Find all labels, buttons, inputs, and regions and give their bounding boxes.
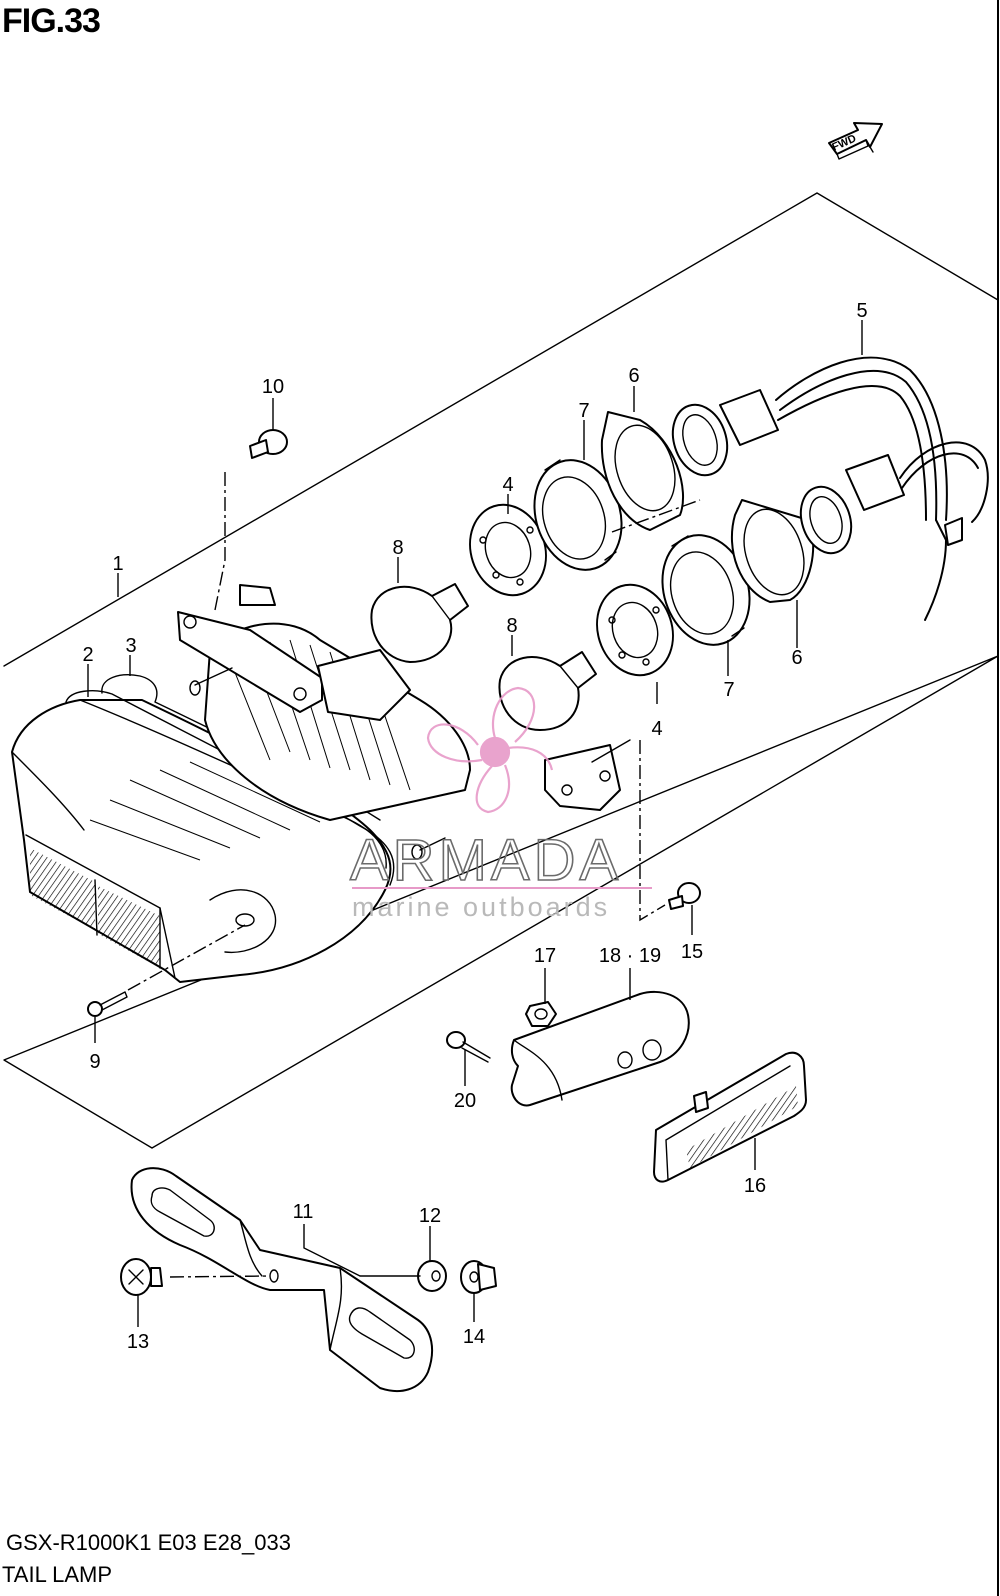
- callout-14: 14: [463, 1326, 485, 1348]
- callout-6-upper: 6: [628, 365, 639, 387]
- bulb-holder-part-7-upper: [533, 459, 623, 571]
- page-border: [997, 0, 999, 1596]
- nut-part-14: [460, 1260, 497, 1294]
- callout-3: 3: [125, 635, 136, 657]
- callout-20: 20: [454, 1090, 476, 1112]
- lamp-body: [177, 584, 621, 860]
- assembly-frame: [3, 192, 999, 1149]
- propeller-logo-icon: [426, 686, 554, 814]
- callout-8-lower: 8: [506, 615, 517, 637]
- nut-part-17: [525, 1001, 557, 1027]
- screw-part-9: [87, 991, 128, 1017]
- callout-11: 11: [293, 1201, 314, 1223]
- figure-label: FIG.33: [2, 2, 101, 40]
- callout-4-upper: 4: [502, 474, 513, 496]
- callout-17: 17: [534, 945, 556, 967]
- wiring-harness-part-5: [671, 356, 989, 621]
- assembly-axis: [611, 499, 701, 533]
- watermark-tagline: marine outboards: [352, 892, 610, 922]
- bracket-part-11: [130, 1167, 434, 1392]
- assembly-axis: [214, 472, 226, 611]
- callout-4-lower: 4: [651, 718, 662, 740]
- watermark-brand: ARMADA: [350, 828, 622, 893]
- washer-part-12: [417, 1260, 447, 1292]
- license-lamp-part-18-19: [510, 990, 690, 1107]
- callout-5: 5: [856, 300, 867, 322]
- callout-10: 10: [262, 376, 284, 398]
- screw-part-20: [446, 1031, 491, 1063]
- assembly-axis: [127, 924, 246, 991]
- callout-18-19: 18 · 19: [599, 945, 661, 967]
- gasket-part-6-lower: [730, 499, 815, 603]
- bulb-part-8-lower: [498, 651, 597, 731]
- callout-6-lower: 6: [791, 647, 802, 669]
- screw-part-10: [249, 429, 288, 459]
- callout-9: 9: [89, 1051, 100, 1073]
- tail-lamp-housing: [11, 699, 392, 983]
- page-caption: TAIL LAMP: [2, 1562, 113, 1587]
- bulb-part-8-upper: [370, 583, 469, 663]
- reflector-part-16: [653, 1051, 807, 1183]
- screw-part-15: [668, 882, 701, 910]
- assembly-axis: [639, 740, 666, 922]
- gasket-part-6-upper: [600, 411, 685, 531]
- callout-7-upper: 7: [578, 400, 589, 422]
- callout-8-upper: 8: [392, 537, 403, 559]
- watermark: ARMADA marine outboards: [349, 686, 652, 922]
- leader-lines: [87, 320, 863, 1327]
- model-code: GSX-R1000K1 E03 E28_033: [6, 1530, 291, 1555]
- callout-1: 1: [112, 553, 123, 575]
- callout-15: 15: [681, 941, 703, 963]
- assembly-axis: [591, 739, 631, 763]
- socket-plate-part-4-lower: [596, 583, 674, 677]
- callout-7-lower: 7: [723, 679, 734, 701]
- callout-13: 13: [127, 1331, 149, 1353]
- rivet-part-13: [120, 1258, 163, 1296]
- callout-2: 2: [82, 644, 93, 666]
- assembly-axis: [169, 1275, 271, 1278]
- callout-12: 12: [419, 1205, 441, 1227]
- callout-16: 16: [744, 1175, 766, 1197]
- fwd-arrow-icon: FWD: [828, 122, 883, 160]
